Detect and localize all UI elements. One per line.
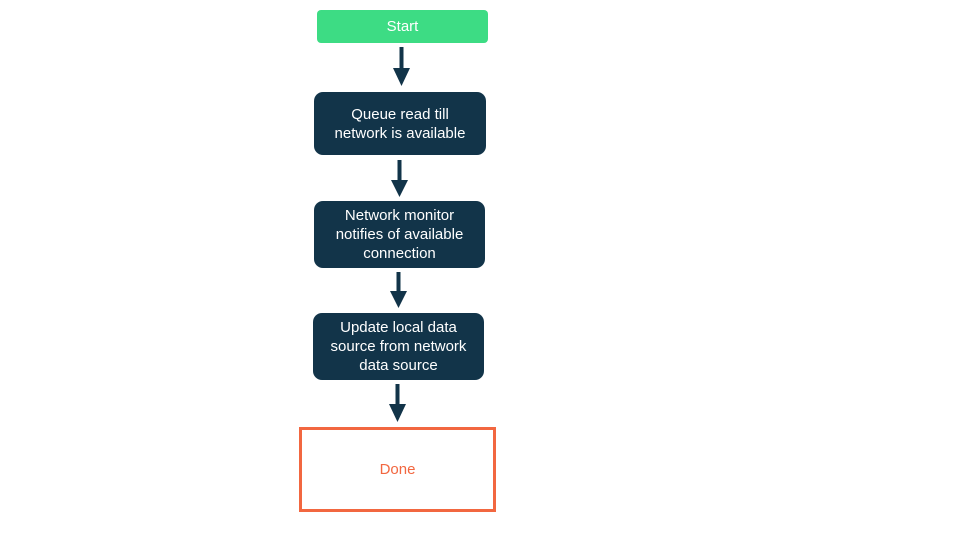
- node-update-local-data-source[interactable]: Update local data source from network da…: [313, 313, 484, 380]
- node-done[interactable]: Done: [299, 427, 496, 512]
- node-update-local-data-source-label: Update local data source from network da…: [330, 319, 467, 374]
- node-queue-read-label: Queue read till network is available: [334, 105, 466, 142]
- arrow-monitor-to-update: [390, 272, 407, 308]
- arrow-start-to-queue: [393, 47, 410, 86]
- node-network-monitor[interactable]: Network monitor notifies of available co…: [314, 201, 485, 268]
- arrow-update-to-done: [389, 384, 406, 422]
- arrow-queue-to-monitor: [391, 160, 408, 197]
- node-start-label: Start: [386, 18, 419, 35]
- node-start[interactable]: Start: [317, 10, 488, 43]
- node-done-label: Done: [379, 461, 416, 478]
- node-network-monitor-label: Network monitor notifies of available co…: [335, 207, 464, 262]
- node-queue-read[interactable]: Queue read till network is available: [314, 92, 486, 155]
